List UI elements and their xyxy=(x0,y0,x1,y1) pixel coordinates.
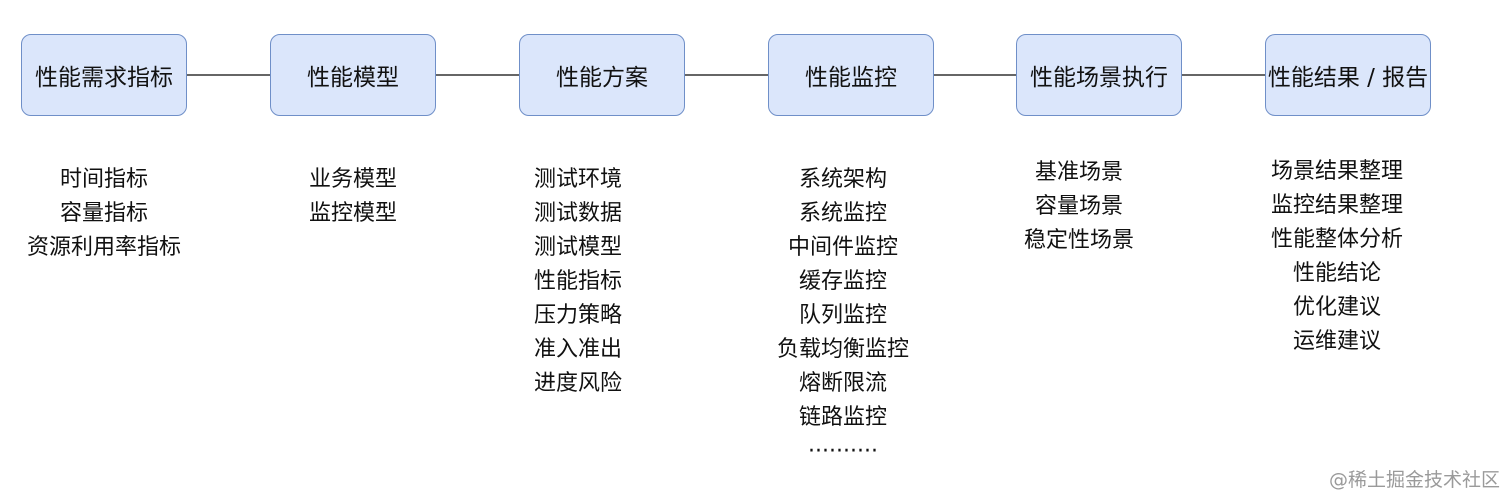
list-item: 优化建议 xyxy=(1292,295,1381,320)
list-item: 压力策略 xyxy=(533,303,622,328)
stage-label: 性能模型 xyxy=(307,65,399,91)
stage-items-execution: 基准场景 容量场景 稳定性场景 xyxy=(959,156,1199,258)
list-item: 链路监控 xyxy=(798,405,887,430)
list-item: 稳定性场景 xyxy=(1023,228,1134,253)
stage-box-monitoring: 性能监控 xyxy=(768,34,934,116)
stage-label: 性能结果 / 报告 xyxy=(1267,65,1429,91)
list-item: 资源利用率指标 xyxy=(26,235,181,260)
list-item: 熔断限流 xyxy=(798,371,887,396)
list-item: 性能结论 xyxy=(1292,261,1381,286)
stage-items-plan: 测试环境 测试数据 测试模型 性能指标 压力策略 准入准出 进度风险 xyxy=(458,163,698,401)
stage-label: 性能场景执行 xyxy=(1030,65,1168,91)
list-item: 准入准出 xyxy=(533,337,622,362)
stage-items-model: 业务模型 监控模型 xyxy=(233,163,473,231)
list-item: 进度风险 xyxy=(533,371,622,396)
stage-box-report: 性能结果 / 报告 xyxy=(1265,34,1431,116)
list-item: 测试数据 xyxy=(533,201,622,226)
list-item: 测试模型 xyxy=(533,235,622,260)
stage-box-model: 性能模型 xyxy=(270,34,436,116)
list-item: 系统监控 xyxy=(798,201,887,226)
stage-label: 性能监控 xyxy=(805,65,897,91)
list-item: 时间指标 xyxy=(59,167,148,192)
list-item: 容量场景 xyxy=(1034,194,1123,219)
list-item: 队列监控 xyxy=(798,303,887,328)
list-item: 基准场景 xyxy=(1034,160,1123,185)
list-item: 运维建议 xyxy=(1292,329,1381,354)
list-item: 业务模型 xyxy=(308,167,397,192)
list-item: 场景结果整理 xyxy=(1270,159,1403,184)
stage-box-execution: 性能场景执行 xyxy=(1016,34,1182,116)
watermark: @稀土掘金技术社区 xyxy=(1328,469,1500,491)
list-item: 负载均衡监控 xyxy=(776,337,909,362)
list-item: 容量指标 xyxy=(59,201,148,226)
stage-box-plan: 性能方案 xyxy=(519,34,685,116)
stage-label: 性能方案 xyxy=(556,65,648,91)
stage-items-requirements: 时间指标 容量指标 资源利用率指标 xyxy=(0,163,224,265)
list-item: 缓存监控 xyxy=(798,269,887,294)
list-item: 测试环境 xyxy=(533,167,622,192)
list-item: 性能指标 xyxy=(533,269,622,294)
list-item: ·········· xyxy=(808,439,878,464)
list-item: 监控结果整理 xyxy=(1270,193,1403,218)
list-item: 监控模型 xyxy=(308,201,397,226)
stage-box-requirements: 性能需求指标 xyxy=(21,34,187,116)
stage-label: 性能需求指标 xyxy=(35,65,173,91)
stage-items-monitoring: 系统架构 系统监控 中间件监控 缓存监控 队列监控 负载均衡监控 熔断限流 链路… xyxy=(723,163,963,469)
list-item: 中间件监控 xyxy=(787,235,898,260)
list-item: 性能整体分析 xyxy=(1270,227,1403,252)
list-item: 系统架构 xyxy=(798,167,887,192)
stage-items-report: 场景结果整理 监控结果整理 性能整体分析 性能结论 优化建议 运维建议 xyxy=(1217,155,1457,359)
